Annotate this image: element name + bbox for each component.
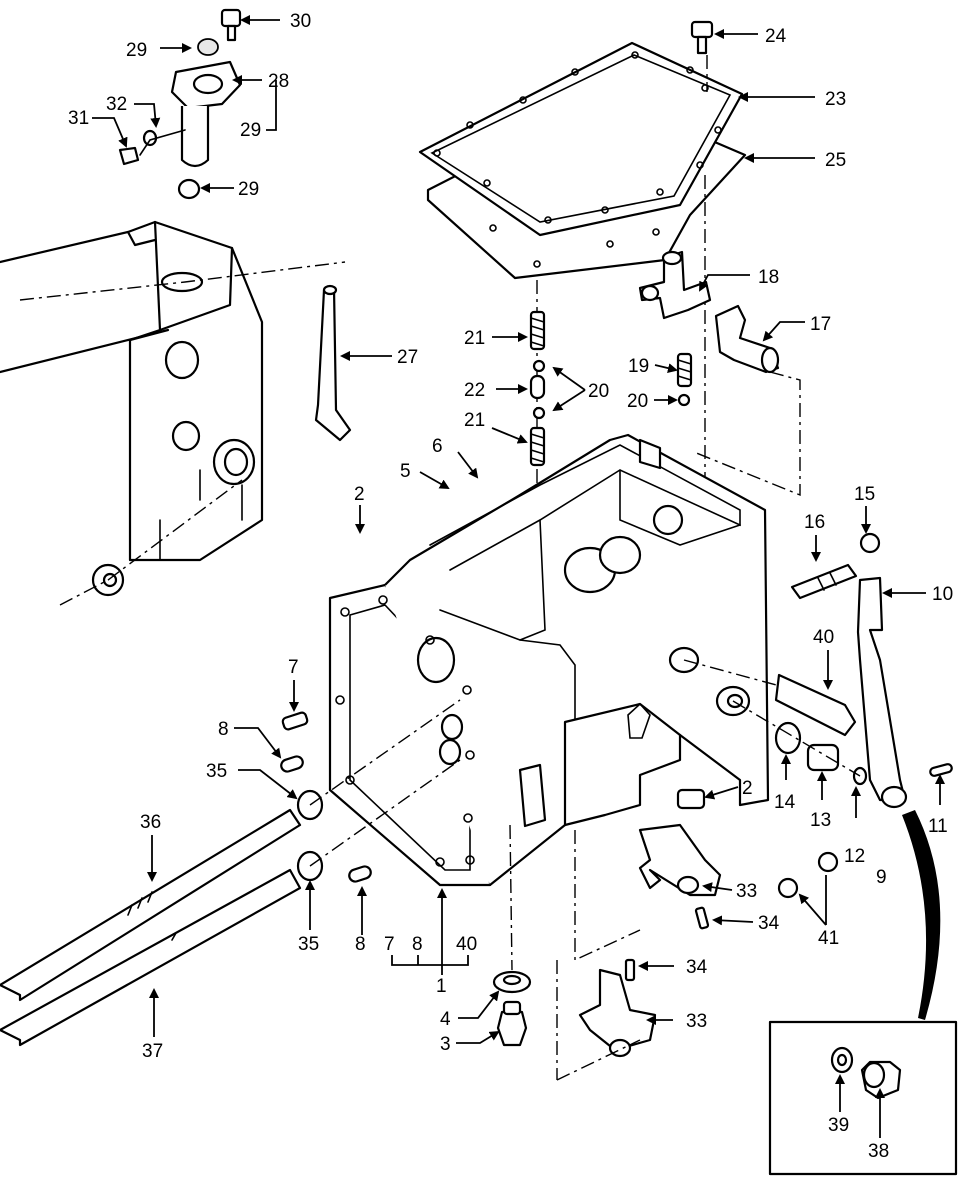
callout-20: 20: [588, 381, 609, 402]
shift-lever-drawing: [638, 250, 801, 497]
shift-forks-drawing: [556, 823, 722, 1081]
leader-lines: [92, 15, 945, 1138]
callout-2: 2: [354, 484, 365, 505]
callout-8: 8: [355, 934, 366, 955]
callout-11: 11: [928, 816, 948, 837]
callout-4: 4: [440, 1009, 451, 1030]
callout-38: 38: [868, 1141, 889, 1162]
callout-16: 16: [804, 512, 825, 533]
callout-24: 24: [765, 26, 787, 47]
callout-21: 21: [464, 328, 485, 349]
callout-3: 3: [440, 1034, 451, 1055]
callout-33: 33: [736, 881, 757, 902]
callout-39: 39: [828, 1115, 849, 1136]
callout-29: 29: [126, 40, 147, 61]
callout-17: 17: [810, 314, 831, 335]
callout-13: 13: [810, 810, 831, 831]
callout-23: 23: [825, 89, 846, 110]
callout-20: 20: [627, 391, 648, 412]
callout-34: 34: [686, 957, 708, 978]
callout-40: 40: [813, 627, 834, 648]
callout-35: 35: [206, 761, 227, 782]
callout-10: 10: [932, 584, 953, 605]
callout-36: 36: [140, 812, 161, 833]
callout-labels: 30 29 28 32 31 29 29 24 23 25 18 17 27 2…: [68, 11, 953, 1162]
callout-5: 5: [400, 461, 411, 482]
callout-33: 33: [686, 1011, 707, 1032]
callout-21: 21: [464, 410, 485, 431]
top-cover-drawing: [418, 20, 747, 625]
callout-8: 8: [218, 719, 229, 740]
right-side-parts-drawing: [676, 532, 953, 899]
callout-12: 12: [844, 846, 865, 867]
callout-27: 27: [397, 347, 418, 368]
callout-2: 2: [742, 778, 753, 799]
callout-41: 41: [818, 928, 839, 949]
callout-22: 22: [464, 380, 485, 401]
callout-1: 1: [436, 976, 447, 997]
callout-8: 8: [412, 934, 423, 955]
callout-40: 40: [456, 934, 477, 955]
detent-parts-drawing: [529, 310, 693, 467]
callout-35: 35: [298, 934, 319, 955]
callout-25: 25: [825, 150, 846, 171]
callout-37: 37: [142, 1041, 163, 1062]
inset-detail: [768, 810, 958, 1176]
callout-9: 9: [876, 867, 887, 888]
callout-31: 31: [68, 108, 89, 129]
callout-7: 7: [384, 934, 395, 955]
callout-28: 28: [268, 71, 289, 92]
callout-32: 32: [106, 94, 127, 115]
lift-pivot-parts-drawing: [118, 8, 352, 442]
callout-34: 34: [758, 913, 780, 934]
callout-15: 15: [854, 484, 875, 505]
callout-7: 7: [288, 657, 299, 678]
callout-30: 30: [290, 11, 311, 32]
callout-29: 29: [240, 120, 261, 141]
transmission-housing-drawing: [328, 433, 770, 887]
callout-14: 14: [774, 792, 796, 813]
shift-rails-drawing: [0, 699, 461, 1047]
axle-housing-drawing: [0, 220, 346, 606]
drain-plug-drawing: [492, 824, 532, 1047]
callout-6: 6: [432, 436, 443, 457]
callout-29: 29: [238, 179, 259, 200]
callout-18: 18: [758, 267, 779, 288]
callout-19: 19: [628, 356, 649, 377]
